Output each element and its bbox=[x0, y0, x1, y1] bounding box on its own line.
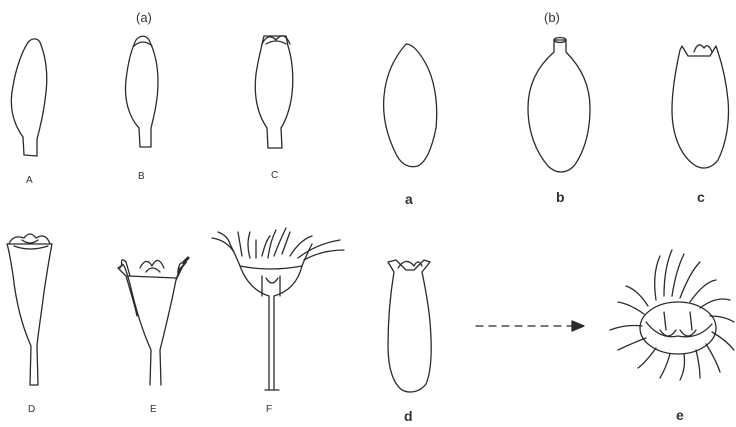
stage-E-flower bbox=[118, 258, 188, 385]
stage-label-e: e bbox=[676, 408, 684, 422]
stage-D-flower bbox=[7, 234, 52, 385]
stage-label-E: E bbox=[150, 405, 157, 415]
stage-label-d: d bbox=[404, 409, 413, 423]
stage-F-flower bbox=[212, 228, 344, 390]
stage-label-C: C bbox=[271, 171, 279, 181]
stage-label-a: a bbox=[405, 192, 413, 206]
stage-label-D: D bbox=[28, 405, 36, 415]
transition-arrow bbox=[476, 321, 584, 331]
stage-d-bud bbox=[388, 260, 431, 392]
stage-B-bud bbox=[126, 36, 158, 147]
stage-a-bud bbox=[384, 44, 437, 167]
stage-label-b: b bbox=[556, 190, 565, 204]
stage-c-bud bbox=[672, 45, 729, 168]
stage-label-A: A bbox=[26, 176, 33, 186]
stage-label-c: c bbox=[697, 190, 705, 204]
stage-A-bud bbox=[11, 39, 46, 156]
stage-b-bud bbox=[528, 38, 590, 173]
stage-label-F: F bbox=[266, 405, 273, 415]
stage-label-B: B bbox=[138, 172, 145, 182]
stage-C-bud bbox=[255, 36, 292, 148]
stage-e-open-bud bbox=[610, 250, 734, 380]
